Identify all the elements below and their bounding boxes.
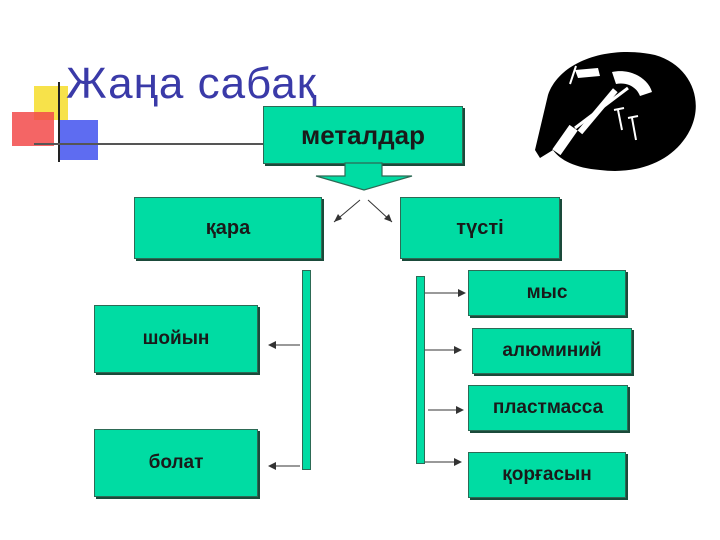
left-item-box: болат xyxy=(94,429,258,497)
decor-blue-square xyxy=(58,120,98,160)
branch-right-label: түсті xyxy=(456,216,504,239)
decor-vertical-line xyxy=(58,82,60,162)
right-item-label: қорғасын xyxy=(502,464,592,485)
left-item-box: шойын xyxy=(94,305,258,373)
right-vertical-bar xyxy=(416,276,425,464)
title-underline xyxy=(34,143,460,145)
left-item-label: болат xyxy=(148,452,204,473)
branch-left-box: қара xyxy=(134,197,322,259)
right-item-label: алюминий xyxy=(502,340,602,361)
root-label: металдар xyxy=(301,119,425,150)
right-item-box: қорғасын xyxy=(468,452,626,498)
right-item-box: мыс xyxy=(468,270,626,316)
right-item-box: пластмасса xyxy=(468,385,628,431)
right-item-label: мыс xyxy=(526,282,568,303)
left-vertical-bar xyxy=(302,270,311,470)
slide-title: Жаңа сабақ xyxy=(66,59,317,108)
branch-right-box: түсті xyxy=(400,197,560,259)
left-item-label: шойын xyxy=(142,328,210,349)
branch-left-label: қара xyxy=(205,216,251,239)
decor-red-square xyxy=(12,112,54,146)
right-item-box: алюминий xyxy=(472,328,632,374)
right-item-label: пластмасса xyxy=(492,397,604,418)
